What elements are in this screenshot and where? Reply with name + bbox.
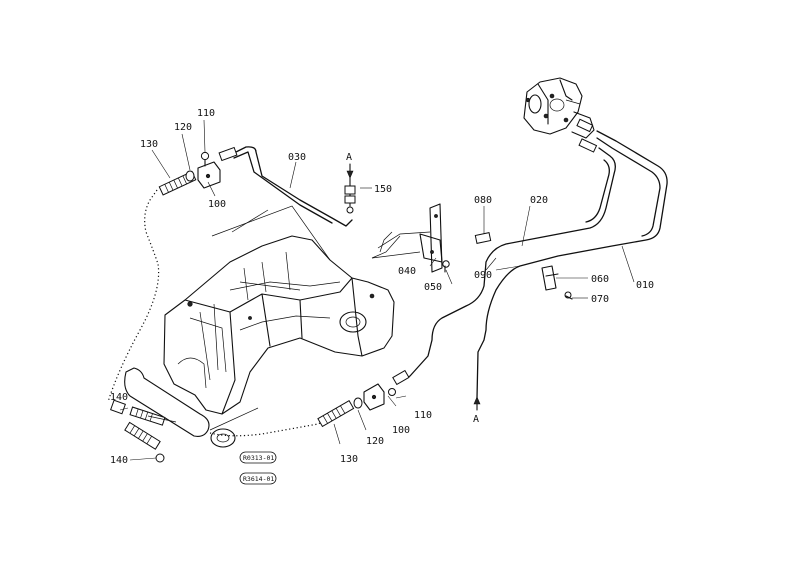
pipe-010 — [476, 130, 668, 399]
hose-left — [107, 189, 160, 403]
callout-110-bottom: 110 — [414, 410, 432, 421]
callout-110-top: 110 — [197, 108, 215, 119]
callout-100-top: 100 — [208, 199, 226, 210]
fitting-150 — [344, 175, 356, 214]
callout-120-bottom: 120 — [366, 436, 384, 447]
clamp-060 — [541, 265, 573, 300]
leader-lines — [119, 119, 635, 461]
callout-140-bottom: 140 — [110, 455, 128, 466]
figure-code-2: R3614-01 — [239, 472, 277, 485]
ref-label-a-bottom: A — [473, 414, 479, 425]
ref-arrow-bottom — [473, 396, 481, 411]
svg-text:R0313-01: R0313-01 — [243, 454, 274, 462]
callout-100-bottom: 100 — [392, 425, 410, 436]
fitting-group-lower-left — [110, 367, 259, 463]
callout-130-top: 130 — [140, 139, 158, 150]
callout-070: 070 — [591, 294, 609, 305]
figure-code-1: R0313-01 — [239, 451, 277, 464]
callout-130-bottom: 130 — [340, 454, 358, 465]
fitting-group-bottom — [317, 369, 410, 428]
callout-labels: 010 020 030 040 050 060 070 080 090 100 … — [110, 108, 654, 466]
hydraulic-pump — [523, 77, 598, 153]
frame-casting — [163, 205, 395, 415]
callout-150: 150 — [374, 184, 392, 195]
pipe-020 — [401, 147, 616, 382]
pipe-030 — [233, 146, 353, 227]
callout-140-top: 140 — [110, 392, 128, 403]
callout-090: 090 — [474, 270, 492, 281]
callout-120-top: 120 — [174, 122, 192, 133]
svg-text:R3614-01: R3614-01 — [243, 475, 274, 483]
callout-050: 050 — [424, 282, 442, 293]
callout-040: 040 — [398, 266, 416, 277]
callout-030: 030 — [288, 152, 306, 163]
ref-arrow-top — [346, 163, 354, 179]
callout-010: 010 — [636, 280, 654, 291]
callout-020: 020 — [530, 195, 548, 206]
ref-label-a-top: A — [346, 152, 352, 163]
callout-080: 080 — [474, 195, 492, 206]
fitting-group-top-left — [158, 146, 238, 196]
bracket-040 — [371, 203, 492, 273]
callout-060: 060 — [591, 274, 609, 285]
